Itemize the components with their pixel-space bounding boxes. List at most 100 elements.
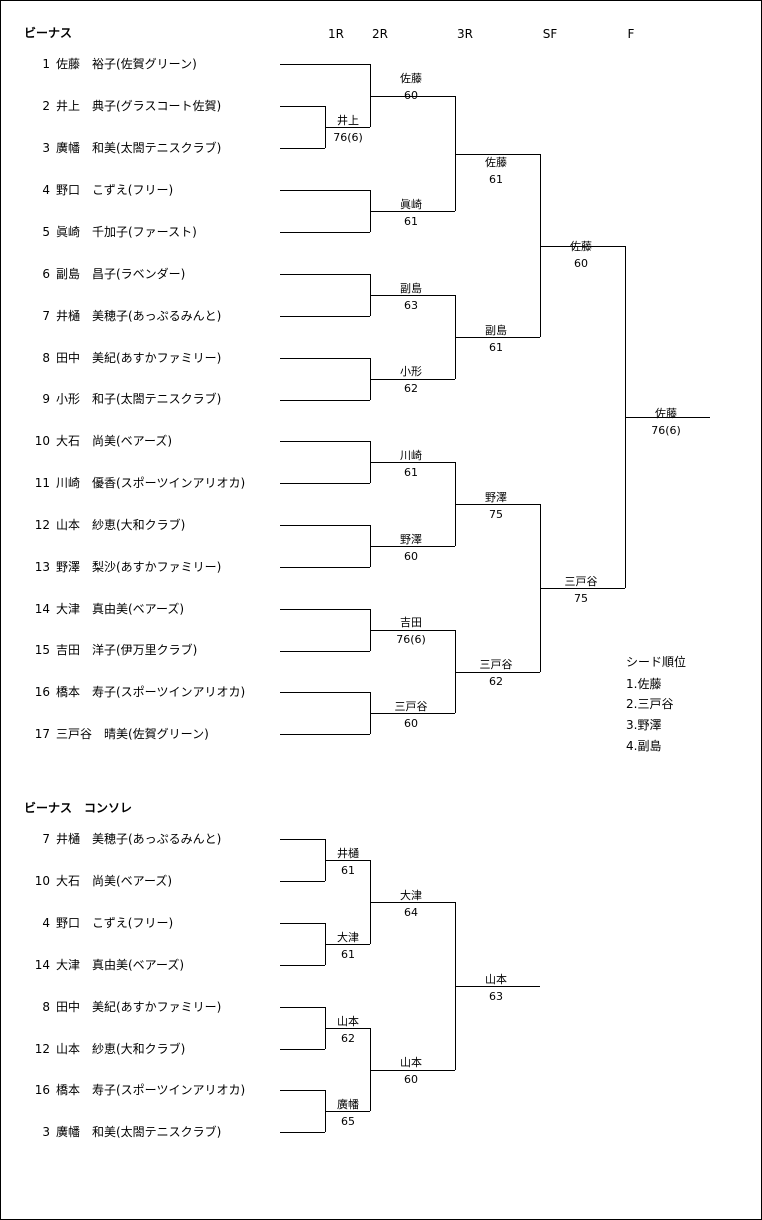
round-header-2r: 2R bbox=[372, 27, 388, 41]
player-name: 井上 典子(グラスコート佐賀) bbox=[56, 99, 222, 113]
player-seed-number: 13 bbox=[34, 560, 50, 574]
match-winner: 眞崎 bbox=[400, 198, 422, 211]
match-winner: 廣幡 bbox=[337, 1098, 359, 1111]
player-name: 橋本 寿子(スポーツインアリオカ) bbox=[56, 1083, 246, 1097]
match-score: 62 bbox=[489, 675, 503, 688]
match-winner: 三戸谷 bbox=[394, 700, 428, 713]
match-score: 61 bbox=[341, 864, 355, 877]
match-score: 63 bbox=[404, 299, 418, 312]
player-name: 佐藤 裕子(佐賀グリーン) bbox=[56, 57, 197, 71]
match-score: 75 bbox=[489, 508, 503, 521]
consolation-score: 63 bbox=[489, 990, 503, 1003]
player-seed-number: 7 bbox=[42, 832, 50, 846]
player-name: 山本 紗恵(大和クラブ) bbox=[56, 1042, 186, 1056]
player-name: 川崎 優香(スポーツインアリオカ) bbox=[56, 476, 246, 490]
match-score: 61 bbox=[404, 215, 418, 228]
player-seed-number: 3 bbox=[42, 141, 50, 155]
match-winner: 佐藤 bbox=[485, 156, 507, 169]
match-score: 60 bbox=[404, 1073, 418, 1086]
match-winner: 井樋 bbox=[337, 847, 359, 860]
player-name: 大石 尚美(ベアーズ) bbox=[56, 874, 173, 888]
consolation-winner: 山本 bbox=[485, 973, 507, 986]
player-seed-number: 12 bbox=[34, 1042, 50, 1056]
player-name: 大津 真由美(ベアーズ) bbox=[56, 602, 185, 616]
match-winner: 三戸谷 bbox=[479, 658, 513, 671]
match-score: 62 bbox=[404, 382, 418, 395]
player-name: 野口 こずえ(フリー) bbox=[56, 183, 174, 197]
match-score: 61 bbox=[489, 341, 503, 354]
player-name: 小形 和子(太閤テニスクラブ) bbox=[56, 392, 222, 406]
match-winner: 三戸谷 bbox=[564, 575, 598, 588]
player-seed-number: 2 bbox=[42, 99, 50, 113]
player-name: 井樋 美穂子(あっぷるみんと) bbox=[56, 832, 222, 846]
player-name: 野口 こずえ(フリー) bbox=[56, 916, 174, 930]
player-name: 副島 昌子(ラベンダー) bbox=[56, 267, 186, 281]
player-seed-number: 16 bbox=[34, 1083, 50, 1097]
player-seed-number: 16 bbox=[34, 685, 50, 699]
champion-score: 76(6) bbox=[651, 424, 681, 437]
player-name: 大石 尚美(ベアーズ) bbox=[56, 434, 173, 448]
match-winner: 小形 bbox=[400, 365, 422, 378]
match-winner: 吉田 bbox=[400, 616, 422, 629]
player-name: 野澤 梨沙(あすかファミリー) bbox=[56, 560, 222, 574]
player-seed-number: 14 bbox=[34, 602, 50, 616]
match-score: 76(6) bbox=[333, 131, 363, 144]
match-score: 61 bbox=[404, 466, 418, 479]
match-score: 61 bbox=[341, 948, 355, 961]
player-seed-number: 7 bbox=[42, 309, 50, 323]
match-winner: 川崎 bbox=[400, 449, 422, 462]
player-seed-number: 11 bbox=[34, 476, 50, 490]
match-score: 64 bbox=[404, 906, 418, 919]
match-winner: 大津 bbox=[337, 931, 359, 944]
match-winner: 佐藤 bbox=[400, 72, 422, 85]
player-seed-number: 15 bbox=[34, 643, 50, 657]
main-title: ビーナス bbox=[24, 26, 73, 40]
match-winner: 佐藤 bbox=[570, 240, 592, 253]
match-score: 62 bbox=[341, 1032, 355, 1045]
player-name: 三戸谷 晴美(佐賀グリーン) bbox=[56, 727, 209, 741]
player-seed-number: 4 bbox=[42, 916, 50, 930]
player-name: 大津 真由美(ベアーズ) bbox=[56, 958, 185, 972]
player-seed-number: 8 bbox=[42, 351, 50, 365]
match-winner: 井上 bbox=[337, 114, 359, 127]
match-score: 76(6) bbox=[396, 633, 426, 646]
player-name: 山本 紗恵(大和クラブ) bbox=[56, 518, 186, 532]
champion-name: 佐藤 bbox=[655, 407, 677, 420]
match-winner: 山本 bbox=[337, 1015, 359, 1028]
match-winner: 副島 bbox=[400, 282, 422, 295]
player-seed-number: 14 bbox=[34, 958, 50, 972]
player-name: 眞崎 千加子(ファースト) bbox=[56, 225, 197, 239]
player-seed-number: 5 bbox=[42, 225, 50, 239]
match-score: 60 bbox=[404, 717, 418, 730]
player-name: 井樋 美穂子(あっぷるみんと) bbox=[56, 309, 222, 323]
seed-list-item: 3.野澤 bbox=[626, 718, 662, 732]
match-score: 60 bbox=[404, 550, 418, 563]
player-name: 田中 美紀(あすかファミリー) bbox=[56, 1000, 222, 1014]
match-winner: 野澤 bbox=[400, 533, 422, 546]
match-score: 60 bbox=[404, 89, 418, 102]
round-header-sf: SF bbox=[542, 27, 558, 41]
player-seed-number: 4 bbox=[42, 183, 50, 197]
player-seed-number: 12 bbox=[34, 518, 50, 532]
player-seed-number: 10 bbox=[34, 434, 50, 448]
round-header-3r: 3R bbox=[457, 27, 473, 41]
player-seed-number: 9 bbox=[42, 392, 50, 406]
match-winner: 野澤 bbox=[485, 491, 507, 504]
player-seed-number: 17 bbox=[34, 727, 50, 741]
match-score: 75 bbox=[574, 592, 588, 605]
player-seed-number: 8 bbox=[42, 1000, 50, 1014]
consolation-title: ビーナス コンソレ bbox=[24, 801, 133, 815]
seed-list-title: シード順位 bbox=[626, 655, 687, 669]
seed-list-item: 4.副島 bbox=[626, 739, 662, 753]
seed-list-item: 2.三戸谷 bbox=[626, 697, 674, 711]
player-seed-number: 1 bbox=[42, 57, 50, 71]
player-name: 田中 美紀(あすかファミリー) bbox=[56, 351, 222, 365]
player-seed-number: 6 bbox=[42, 267, 50, 281]
player-name: 橋本 寿子(スポーツインアリオカ) bbox=[56, 685, 246, 699]
player-name: 廣幡 和美(太閤テニスクラブ) bbox=[56, 141, 222, 155]
match-winner: 大津 bbox=[400, 889, 422, 902]
player-name: 廣幡 和美(太閤テニスクラブ) bbox=[56, 1125, 222, 1139]
player-seed-number: 3 bbox=[42, 1125, 50, 1139]
